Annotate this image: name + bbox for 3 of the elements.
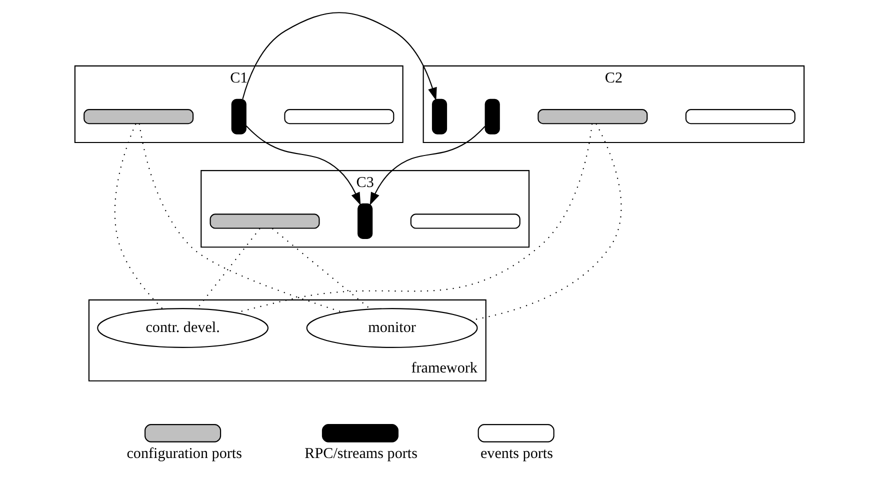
legend-label: configuration ports: [126, 446, 242, 462]
legend-label: events ports: [480, 446, 554, 462]
legend-label: RPC/streams ports: [304, 446, 418, 462]
